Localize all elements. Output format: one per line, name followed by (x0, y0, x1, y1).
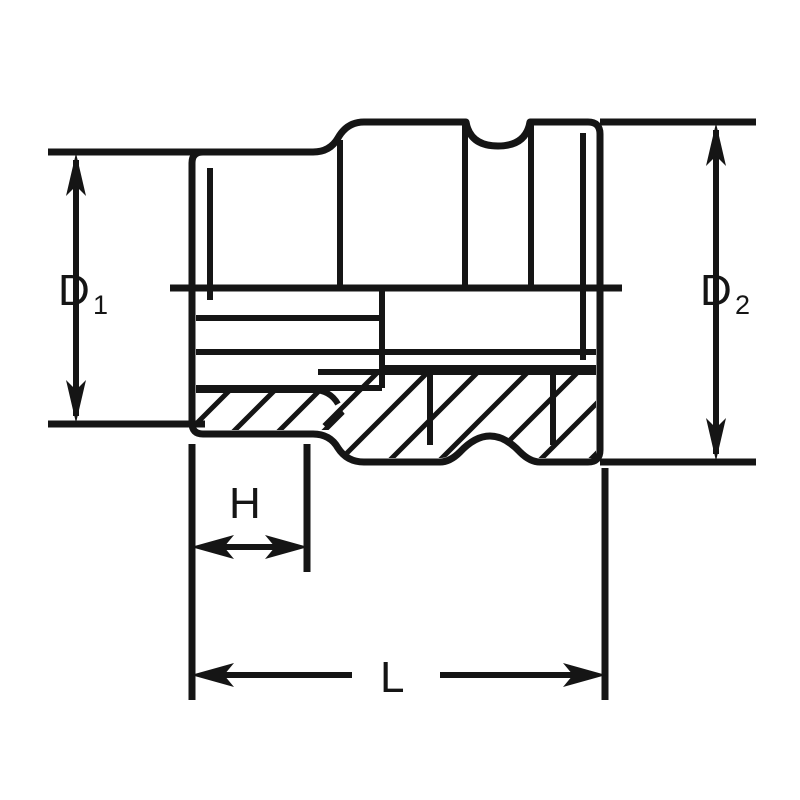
h-arrowhead-right (265, 535, 308, 559)
socket-body-group (188, 118, 604, 466)
d2-arrowhead-bottom (706, 418, 726, 461)
dimension-d1: D 1 (48, 148, 205, 428)
l-label: L (380, 653, 404, 702)
dimension-l: L (188, 444, 609, 702)
l-arrowhead-left (191, 663, 234, 687)
h-arrowhead-left (191, 535, 234, 559)
dimension-d2: D 2 (600, 118, 756, 466)
internal-features-group (196, 123, 596, 391)
d2-label-subscript: 2 (735, 290, 750, 320)
h-label: H (229, 479, 261, 528)
socket-outer-profile (188, 118, 604, 466)
l-arrowhead-right (563, 663, 606, 687)
d1-arrowhead-bottom (66, 380, 86, 423)
dimension-h: H (188, 444, 311, 572)
d2-arrowhead-top (706, 123, 726, 166)
d1-label: D (58, 266, 90, 315)
section-hatching-group (196, 369, 596, 458)
d2-label: D (700, 266, 732, 315)
d1-arrowhead-top (66, 153, 86, 196)
d1-label-subscript: 1 (93, 290, 108, 320)
